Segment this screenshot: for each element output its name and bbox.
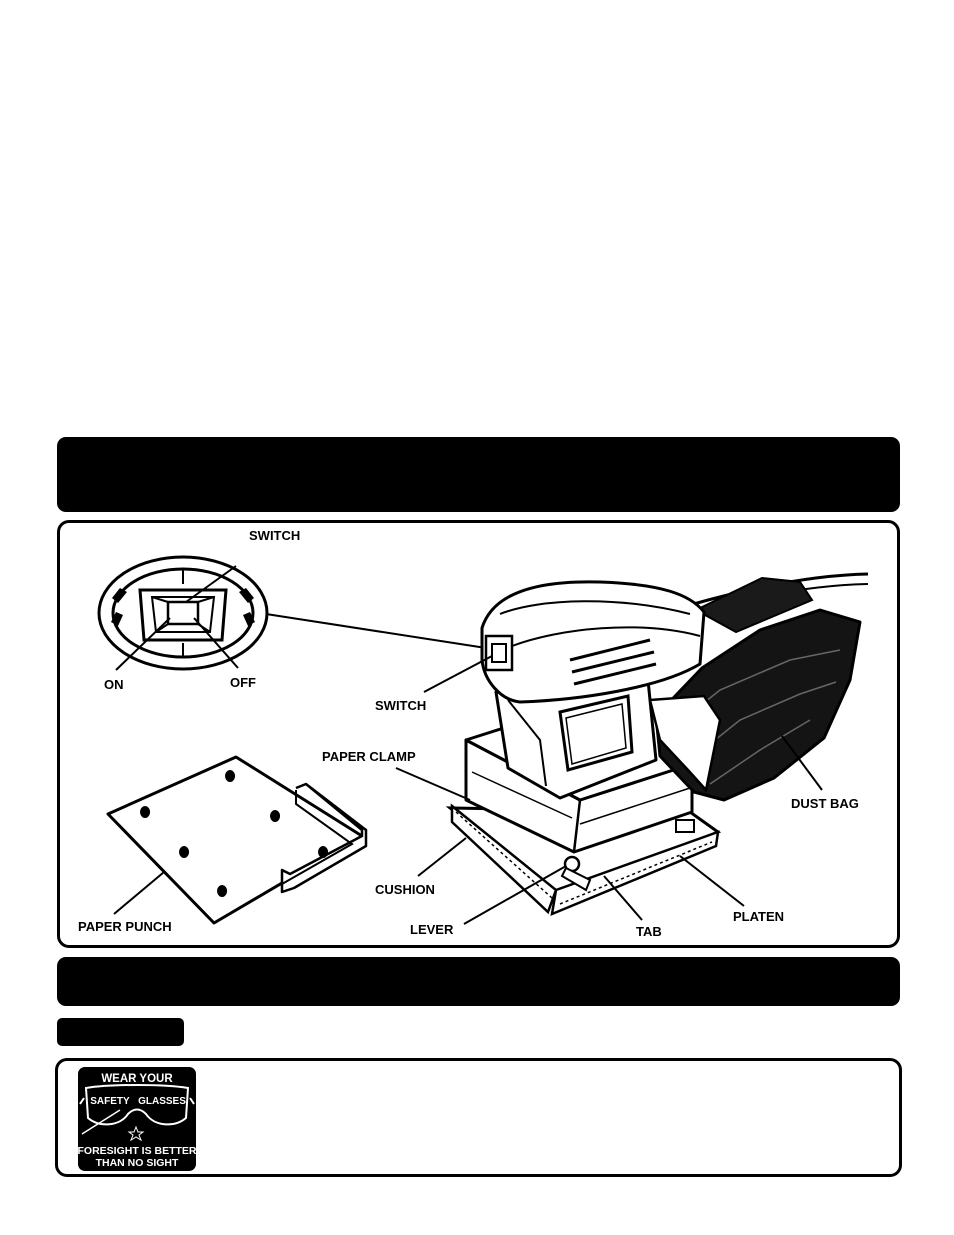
label-off: OFF — [230, 675, 256, 690]
section-header-bar — [57, 437, 900, 512]
paper-punch-plate — [106, 755, 368, 925]
label-lever: LEVER — [410, 922, 454, 937]
logo-line1: WEAR YOUR — [101, 1073, 173, 1085]
label-switch-closeup: SWITCH — [249, 528, 300, 543]
sander-tool — [445, 572, 869, 917]
label-cushion: CUSHION — [375, 882, 435, 897]
subsection-tag — [57, 1018, 184, 1046]
label-dust-bag: DUST BAG — [791, 796, 859, 811]
label-on: ON — [104, 677, 124, 692]
label-paper-punch: PAPER PUNCH — [78, 919, 172, 934]
leader-lines — [113, 565, 823, 925]
logo-line3: FORESIGHT IS BETTER — [77, 1145, 196, 1157]
logo-line4: THAN NO SIGHT — [96, 1157, 179, 1169]
section-header-bar-2 — [57, 957, 900, 1006]
label-tab: TAB — [636, 924, 662, 939]
label-switch: SWITCH — [375, 698, 426, 713]
safety-glasses-logo: WEAR YOUR SAFETY GLASSES FORESIGHT IS BE… — [77, 1067, 197, 1171]
label-platen: PLATEN — [733, 909, 784, 924]
logo-word-glasses: GLASSES — [138, 1096, 186, 1107]
label-paper-clamp: PAPER CLAMP — [322, 749, 416, 764]
safety-warning-frame — [55, 1058, 902, 1177]
logo-word-safety: SAFETY — [90, 1096, 130, 1107]
switch-closeup — [97, 555, 487, 671]
